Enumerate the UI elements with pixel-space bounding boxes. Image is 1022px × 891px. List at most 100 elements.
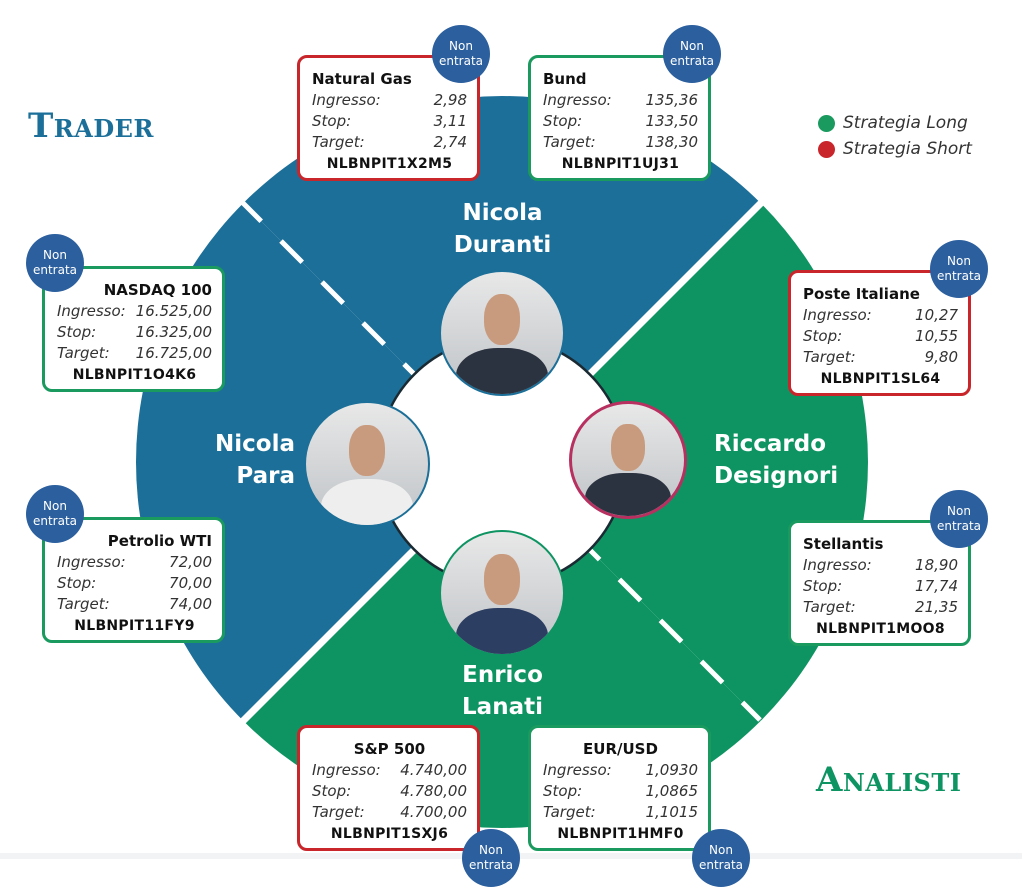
stop-row: Stop:70,00 (57, 573, 212, 594)
target-row: Target:138,30 (543, 132, 698, 153)
certificate-code: NLBNPIT11FY9 (74, 618, 195, 634)
certificate-code: NLBNPIT1UJ31 (561, 156, 680, 172)
status-line: Non (43, 248, 67, 262)
instrument-title: Stellantis (803, 535, 884, 553)
target-row: Target:1,1015 (543, 802, 698, 823)
stop-value: 3,11 (433, 112, 467, 130)
target-value: 9,80 (924, 348, 958, 366)
status-line: entrata (936, 269, 982, 283)
first-name: Nicola (215, 431, 295, 457)
target-value: 2,74 (433, 133, 467, 151)
target-label: Target: (803, 598, 856, 616)
stop-value: 133,50 (645, 112, 699, 130)
target-row: Target: 74,00 (57, 594, 212, 615)
first-name: Nicola (462, 200, 543, 226)
long-dot-icon (818, 114, 835, 132)
entry-row: Ingresso: 18,90 (803, 555, 958, 576)
entry-row: Ingresso: 72,00 (57, 552, 212, 573)
instrument-title: EUR/USD (583, 740, 658, 758)
status-line: entrata (438, 54, 484, 68)
certificate-code: NLBNPIT1X2M5 (326, 156, 453, 172)
instrument-title: Poste Italiane (803, 285, 920, 303)
legend-short: Strategia Short (818, 136, 972, 162)
instrument-title: Petrolio WTI (107, 532, 212, 550)
entry-row: Ingresso:135,36 (543, 90, 698, 111)
target-value: 74,00 (169, 595, 212, 613)
entry-label: Ingresso: (803, 556, 872, 574)
stop-row: Stop:17,74 (803, 576, 958, 597)
certificate-code: NLBNPIT1O4K6 (72, 367, 197, 383)
entry-value: 1,0930 (645, 761, 699, 779)
target-row: Target:4.700,00 (312, 802, 467, 823)
certificate-code: NLBNPIT1SL64 (820, 371, 941, 387)
entry-label: Ingresso: (57, 553, 126, 571)
entry-value: 135,36 (645, 91, 699, 109)
certificate-code: NLBNPIT1MOO8 (816, 621, 945, 637)
stop-row: Stop: 10,55 (803, 326, 958, 347)
stop-row: Stop: 1,0865 (543, 781, 698, 802)
entry-row: Ingresso:2,98 (312, 90, 467, 111)
status-line: Non (709, 843, 733, 857)
legend-long-label: Strategia Long (843, 113, 968, 133)
entry-value: 18,90 (915, 556, 958, 574)
photo-duranti (439, 270, 565, 396)
entry-value: 72,00 (169, 553, 212, 571)
stop-row: Stop: 133,50 (543, 111, 698, 132)
stop-value: 4.780,00 (400, 782, 467, 800)
target-label: Target: (803, 348, 856, 366)
stop-value: 1,0865 (645, 782, 699, 800)
stop-row: Stop:4.780,00 (312, 781, 467, 802)
short-dot-icon (818, 140, 835, 158)
status-line: Non (947, 254, 971, 268)
stop-row: Stop:16.325,00 (57, 322, 212, 343)
last-name: Designori (714, 463, 839, 489)
legend: Strategia Long Strategia Short (818, 110, 972, 162)
first-name: Riccardo (714, 431, 826, 457)
entry-label: Ingresso: (543, 761, 612, 779)
status-line: Non (43, 499, 67, 513)
stop-label: Stop: (543, 782, 583, 800)
stop-label: Stop: (312, 112, 352, 130)
stop-value: 10,55 (915, 327, 958, 345)
stop-label: Stop: (543, 112, 583, 130)
target-label: Target: (57, 595, 110, 613)
stop-label: Stop: (803, 327, 843, 345)
status-line: entrata (32, 263, 78, 277)
entry-value: 4.740,00 (400, 761, 467, 779)
certificate-code: NLBNPIT1SXJ6 (330, 826, 449, 842)
target-label: Target: (312, 133, 365, 151)
status-line: entrata (468, 858, 514, 872)
photo-para (304, 401, 430, 527)
stop-value: 17,74 (915, 577, 958, 595)
instrument-title: Bund (543, 70, 587, 88)
target-row: Target: 2,74 (312, 132, 467, 153)
status-line: Non (947, 504, 971, 518)
last-name: Lanati (462, 694, 543, 720)
stop-label: Stop: (57, 574, 97, 592)
instrument-title: NASDAQ 100 (103, 281, 212, 299)
certificate-code: NLBNPIT1HMF0 (557, 826, 684, 842)
target-value: 4.700,00 (400, 803, 467, 821)
entry-label: Ingresso: (312, 761, 381, 779)
entry-label: Ingresso: (312, 91, 381, 109)
instrument-title: Natural Gas (312, 70, 412, 88)
photo-designori (569, 401, 687, 519)
status-line: entrata (936, 519, 982, 533)
status-line: Non (479, 843, 503, 857)
target-label: Target: (57, 344, 110, 362)
stop-value: 16.325,00 (135, 323, 212, 341)
entry-label: Ingresso: (803, 306, 872, 324)
photo-lanati (439, 530, 565, 656)
